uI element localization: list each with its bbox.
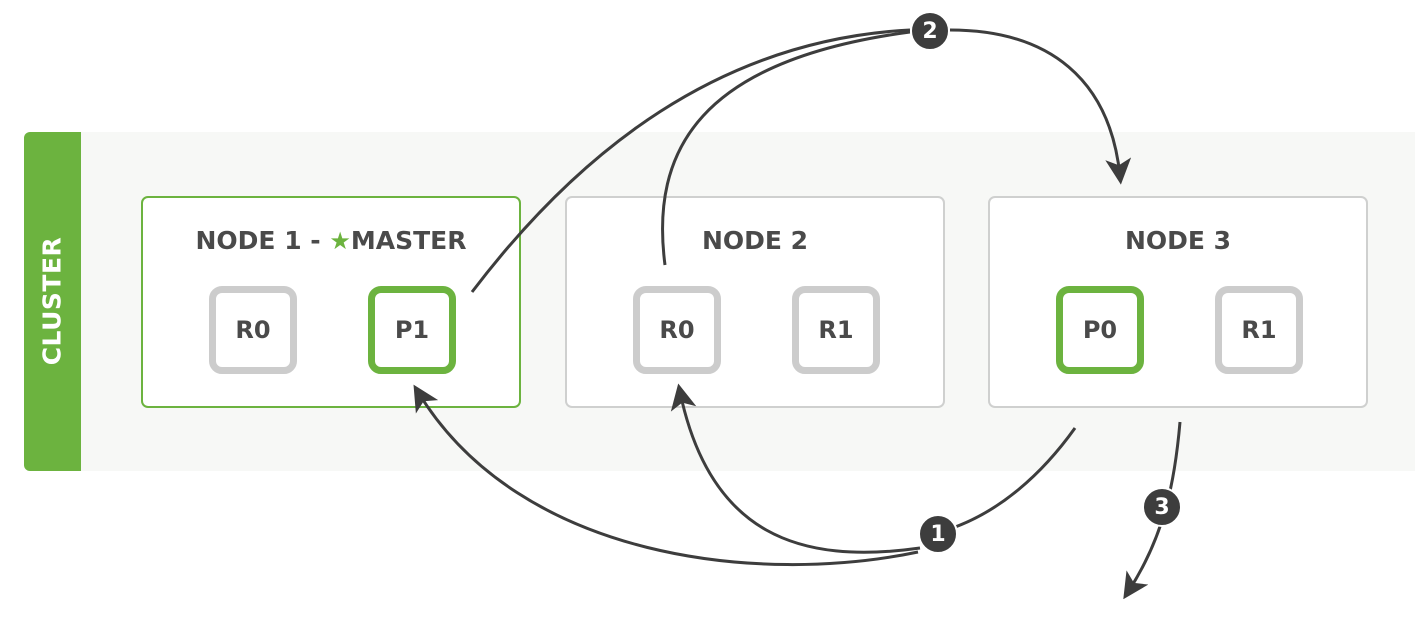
- node-1-shard-p1: P1: [368, 286, 456, 374]
- step-1-badge: 1: [918, 514, 958, 554]
- node-3: NODE 3 P0 R1: [988, 196, 1368, 408]
- arrow-step-2-to-node-3: [949, 28, 1132, 185]
- node-1-master-label: MASTER: [350, 226, 467, 255]
- node-1-title: NODE 1 - ★MASTER: [143, 226, 519, 255]
- arrow-p1-to-step-2: [470, 28, 911, 293]
- node-2-shard-r0: R0: [633, 286, 721, 374]
- node-3-shard-r1: R1: [1215, 286, 1303, 374]
- arrow-p0-to-step-1: [939, 427, 1077, 534]
- node-1: NODE 1 - ★MASTER R0 P1: [141, 196, 521, 408]
- node-1-shard-r0: R0: [209, 286, 297, 374]
- node-2-title: NODE 2: [701, 226, 809, 255]
- node-1-title-text: NODE 1 -: [195, 226, 330, 255]
- node-2-shard-r1: R1: [792, 286, 880, 374]
- node-3-shard-p0: P0: [1056, 286, 1144, 374]
- arrow-step-1-to-node-2-r0: [670, 383, 921, 554]
- step-2-badge: 2: [910, 11, 950, 51]
- arrow-node-2-r0-to-step-2: [661, 30, 911, 266]
- node-3-title: NODE 3: [1124, 226, 1232, 255]
- star-icon: ★: [329, 227, 351, 255]
- cluster-label-bar: [24, 132, 81, 471]
- node-2: NODE 2 R0 R1: [565, 196, 945, 408]
- arrow-step-1-to-node-1-p1: [413, 384, 919, 567]
- step-3-badge: 3: [1142, 487, 1182, 527]
